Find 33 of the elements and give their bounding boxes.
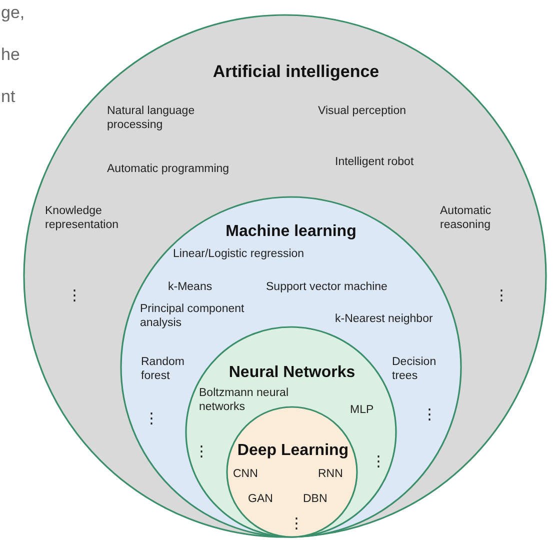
topic-label: Principal component analysis <box>140 302 246 330</box>
circle-heading: Neural Networks <box>228 363 356 382</box>
circle-heading: Artificial intelligence <box>212 62 380 82</box>
circle-heading: Deep Learning <box>237 441 349 460</box>
topic-label: Boltzmann neural networks <box>199 386 290 414</box>
topic-label: CNN <box>233 467 258 481</box>
topic-label: Knowledge representation <box>45 204 120 232</box>
topic-label: RNN <box>318 467 343 481</box>
text-fragment: he <box>1 45 20 65</box>
topic-label: k-Nearest neighbor <box>335 312 433 326</box>
topic-label: DBN <box>303 492 328 506</box>
ellipsis-mark: ⋮ <box>371 455 386 469</box>
ellipsis-mark: ⋮ <box>67 289 82 303</box>
ellipsis-mark: ⋮ <box>289 517 304 531</box>
ellipsis-mark: ⋮ <box>144 412 159 426</box>
circle-heading: Machine learning <box>226 222 356 241</box>
text-fragment: ge, <box>1 3 25 23</box>
ellipsis-mark: ⋮ <box>494 289 509 303</box>
topic-label: Visual perception <box>318 104 406 118</box>
topic-label: Support vector machine <box>266 280 388 294</box>
topic-label: GAN <box>248 492 273 506</box>
ellipsis-mark: ⋮ <box>194 445 209 459</box>
topic-label: Intelligent robot <box>335 155 414 169</box>
topic-label: Random forest <box>141 355 186 383</box>
topic-label: Automatic reasoning <box>440 204 492 232</box>
topic-label: Natural language processing <box>107 104 196 132</box>
topic-label: Linear/Logistic regression <box>173 247 304 261</box>
topic-label: Automatic programming <box>107 162 230 176</box>
topic-label: k-Means <box>168 280 212 294</box>
ellipsis-mark: ⋮ <box>422 408 437 422</box>
topic-label: MLP <box>350 403 374 417</box>
topic-label: Decision trees <box>392 355 438 383</box>
text-fragment: nt <box>1 87 16 107</box>
